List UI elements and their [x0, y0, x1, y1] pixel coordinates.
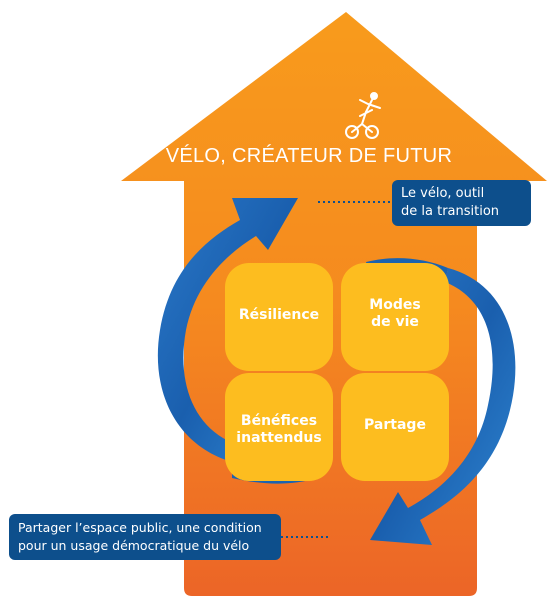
quadrant-resilience: Résilience — [225, 263, 333, 371]
quadrant-label: inattendus — [236, 430, 322, 446]
quadrant-label: Bénéfices — [240, 413, 318, 429]
callout-line: de la transition — [401, 204, 500, 219]
quadrant-modes-de-vie: Modes de vie — [341, 263, 449, 371]
quadrant-label: de vie — [371, 314, 419, 330]
callout-line: pour un usage démocratique du vélo — [18, 538, 250, 553]
callout-public-space: Partager l’espace public, une condition … — [9, 514, 281, 560]
quadrant-label: Modes — [369, 297, 421, 313]
cycle-arrow-left — [157, 198, 298, 462]
callout-line: Le vélo, outil — [401, 186, 485, 201]
callout-line: Partager l’espace public, une condition — [18, 520, 262, 535]
diagram-title: VÉLO, CRÉATEUR DE FUTUR — [165, 145, 453, 167]
cyclist-icon — [345, 92, 381, 139]
quadrant-label: Partage — [364, 417, 426, 433]
cycle-arrow-right — [370, 268, 516, 545]
quadrant-partage: Partage — [341, 373, 449, 481]
quadrant-benefices-inattendus: Bénéfices inattendus — [225, 373, 333, 481]
quadrant-label: Résilience — [238, 307, 320, 323]
callout-transition: Le vélo, outil de la transition — [392, 180, 531, 226]
